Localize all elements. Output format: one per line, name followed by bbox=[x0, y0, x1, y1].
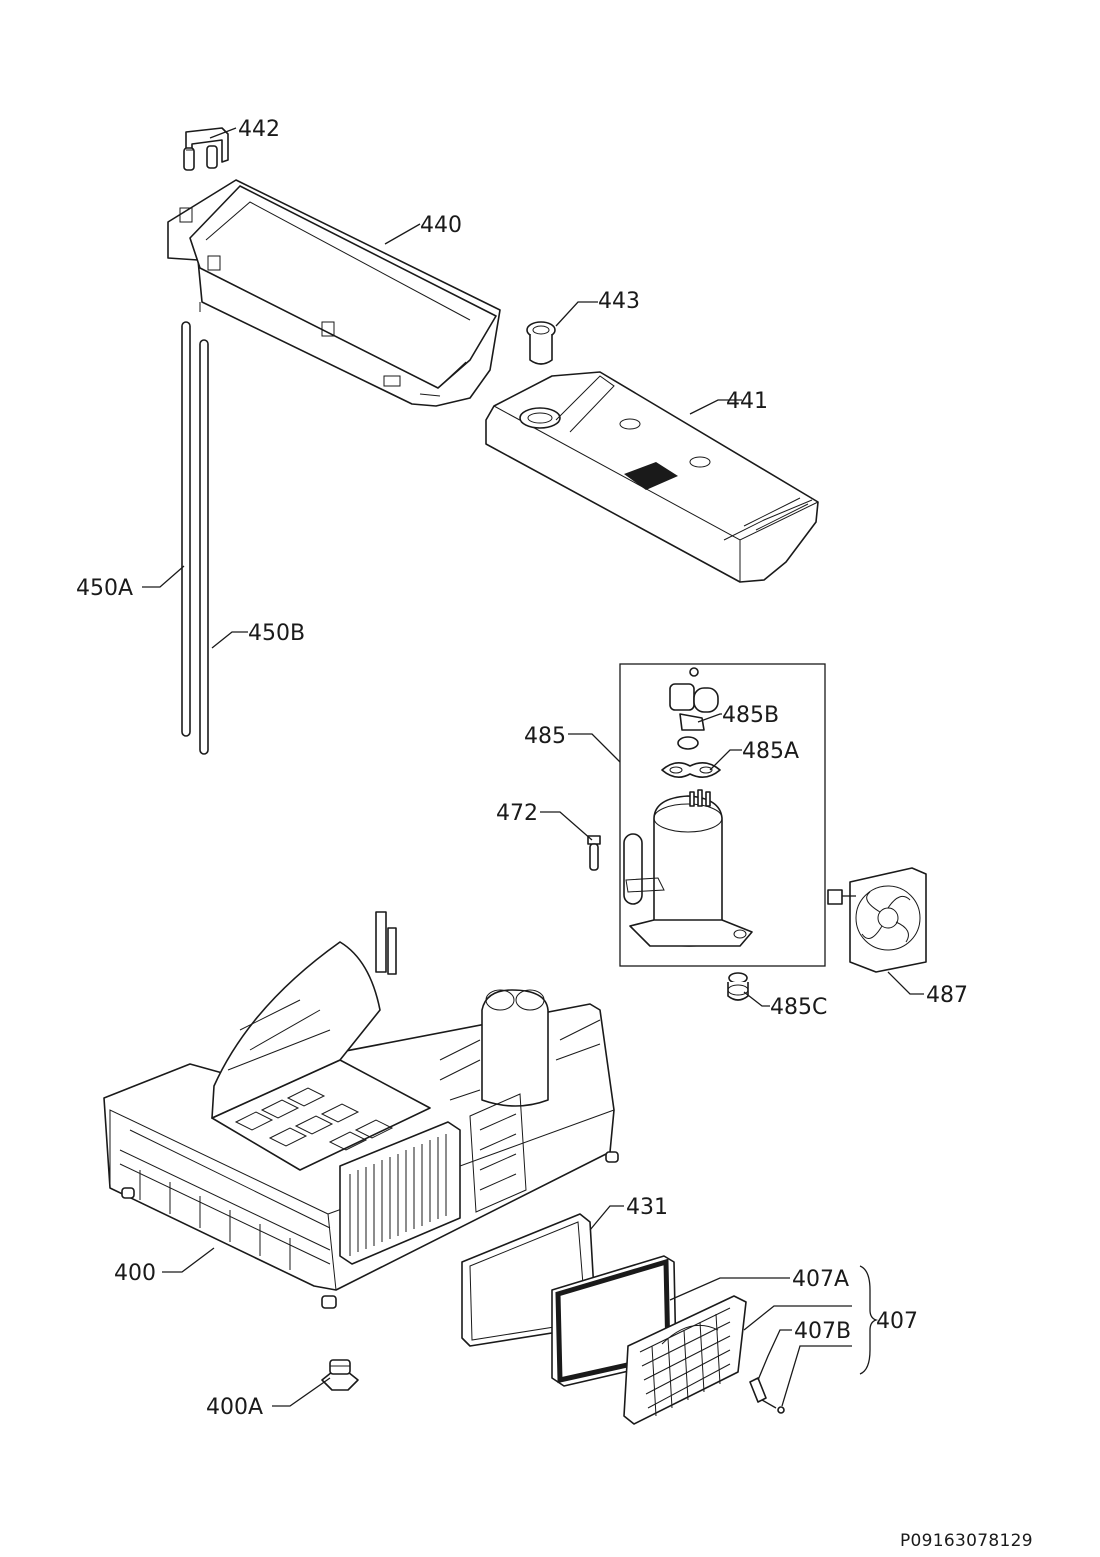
document-code: P09163078129 bbox=[900, 1531, 1033, 1551]
condenser-grille bbox=[339, 1121, 461, 1265]
callout-485C: 485C bbox=[770, 995, 827, 1020]
callout-407B: 407B bbox=[794, 1319, 851, 1344]
callout-443: 443 bbox=[598, 289, 640, 314]
callout-487: 487 bbox=[926, 983, 968, 1008]
part-400-base-unit[interactable] bbox=[103, 911, 619, 1309]
part-485A-gasket[interactable] bbox=[661, 736, 721, 778]
leader-lines bbox=[142, 127, 924, 1407]
callout-450B: 450B bbox=[248, 621, 305, 646]
callout-431: 431 bbox=[626, 1195, 668, 1220]
part-472-sensor[interactable] bbox=[587, 835, 601, 871]
part-440-tank-housing[interactable] bbox=[167, 179, 501, 407]
part-485-compressor-box bbox=[619, 663, 826, 967]
part-450A-rod[interactable] bbox=[181, 321, 191, 737]
part-485C-grommet[interactable] bbox=[727, 972, 749, 1001]
part-450B-rod[interactable] bbox=[199, 339, 209, 755]
callout-441: 441 bbox=[726, 389, 768, 414]
callout-485B: 485B bbox=[722, 703, 779, 728]
part-485B-capacitor[interactable] bbox=[669, 667, 719, 731]
part-485-compressor[interactable] bbox=[623, 789, 753, 947]
callout-472: 472 bbox=[496, 801, 538, 826]
callout-450A: 450A bbox=[76, 576, 133, 601]
part-407-grille[interactable] bbox=[623, 1295, 747, 1425]
part-441-water-tank[interactable] bbox=[485, 371, 819, 583]
part-487-fan[interactable] bbox=[827, 867, 927, 973]
part-407B-screws[interactable] bbox=[749, 1377, 785, 1414]
callout-400: 400 bbox=[114, 1261, 156, 1286]
callout-440: 440 bbox=[420, 213, 462, 238]
part-400A-foot[interactable] bbox=[321, 1359, 359, 1391]
base-feet bbox=[121, 1151, 619, 1309]
callout-442: 442 bbox=[238, 117, 280, 142]
callout-407: 407 bbox=[876, 1309, 918, 1334]
callout-407A: 407A bbox=[792, 1267, 849, 1292]
part-443-cap[interactable] bbox=[526, 321, 556, 365]
callout-485A: 485A bbox=[742, 739, 799, 764]
callout-labels: 442 440 443 441 450A 450B 485 485B 485A … bbox=[76, 117, 968, 1420]
callout-485: 485 bbox=[524, 724, 566, 749]
callout-400A: 400A bbox=[206, 1395, 263, 1420]
part-442-handle[interactable] bbox=[183, 127, 229, 171]
